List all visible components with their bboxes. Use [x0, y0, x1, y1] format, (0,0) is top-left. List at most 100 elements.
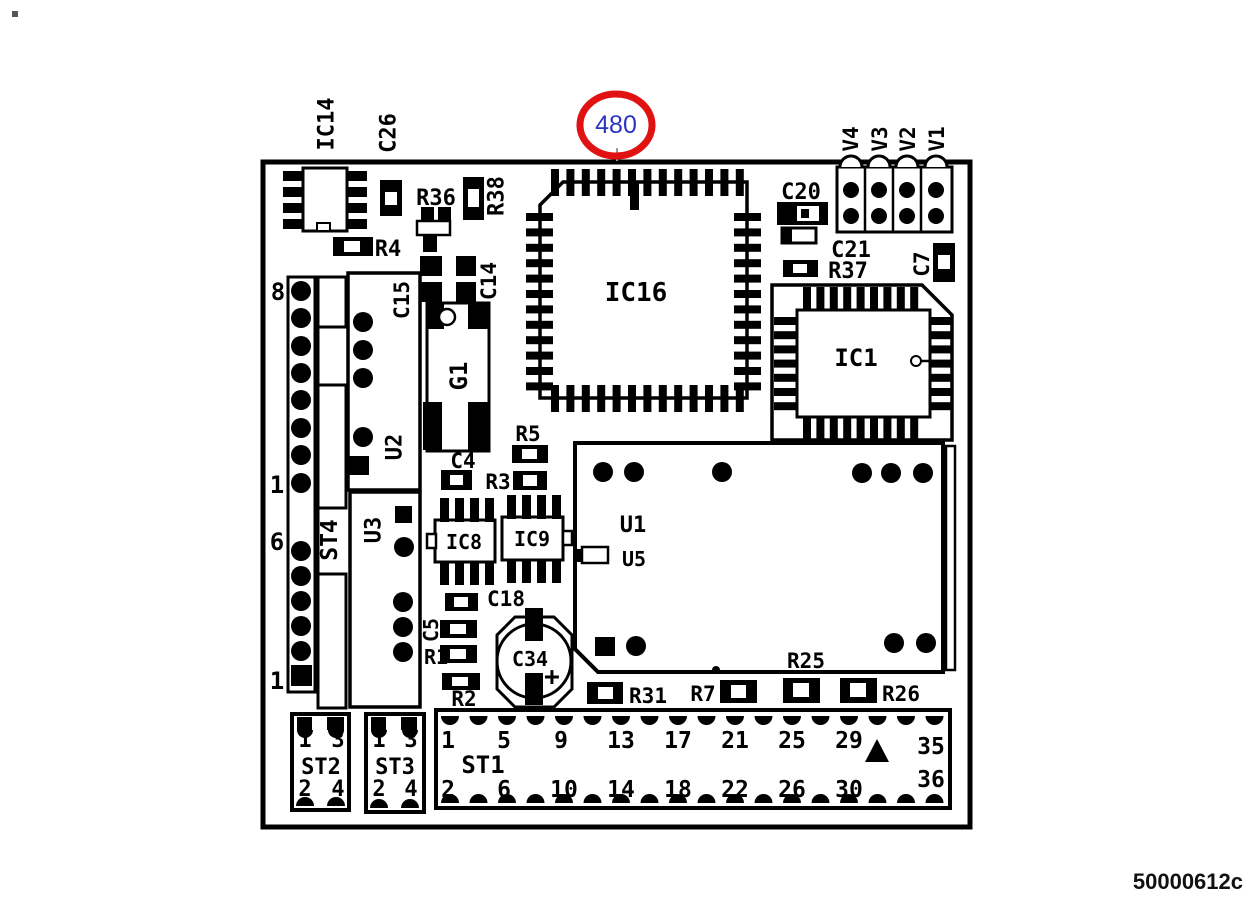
st4-pad: [291, 390, 311, 410]
c5-window: [450, 624, 466, 634]
st1-pins-bottom: [868, 794, 887, 803]
ic9-pins-top: [507, 495, 516, 519]
ic1-pins-left: [774, 331, 798, 340]
st4-pad: [291, 591, 311, 611]
u1-pad: [626, 636, 646, 656]
st1-pins-top: [840, 716, 858, 725]
ic1-pins-left: [774, 388, 798, 396]
ic1-pins-top: [829, 287, 838, 311]
st4-pad: [291, 473, 311, 493]
c20-inner: [801, 209, 809, 218]
st3-pin-num: 3: [404, 728, 417, 753]
ic1-pins-left: [774, 402, 798, 411]
ic1-pins-right: [929, 359, 953, 368]
st4-bracket: [316, 275, 348, 329]
ic16-pins-right: [734, 290, 761, 298]
c34-lead: [525, 608, 543, 641]
c34-lead: [525, 673, 543, 705]
label-c20: C20: [781, 180, 821, 205]
st1-pins-bottom: [697, 794, 716, 803]
ic14-pin: [347, 219, 367, 229]
v-header-arc: [866, 154, 892, 168]
u1-pad: [881, 463, 901, 483]
v-header-pad: [928, 208, 944, 224]
u3-pad-square: [395, 506, 412, 523]
r36-body: [415, 219, 452, 237]
c14-pad: [456, 256, 476, 276]
c26-window: [385, 192, 397, 205]
label-r3: R3: [485, 470, 510, 494]
ic1-pins-bottom: [856, 416, 865, 440]
st3-pad: [401, 717, 417, 730]
label-c21: C21: [831, 238, 871, 263]
ic1-pins-right: [929, 373, 953, 382]
st1-pin-num: 36: [917, 767, 945, 793]
label-r37: R37: [828, 259, 868, 284]
ic1-pins-top: [856, 287, 865, 311]
ic16-pins-bottom: [566, 385, 575, 412]
ic16-pins-bottom: [612, 385, 621, 412]
ic1-pin1-marker: [910, 355, 922, 367]
scan-speck: [12, 11, 18, 17]
ic16-pins-left: [526, 320, 553, 329]
st1-pins-bottom: [612, 794, 630, 803]
u3-pad: [394, 537, 414, 557]
st1-pins-bottom: [840, 794, 858, 803]
st1-pin-num: 6: [497, 777, 511, 803]
ic16-pins-right: [734, 259, 761, 268]
ic16-pins-bottom: [597, 385, 606, 412]
document-code: 50000612c: [1133, 869, 1243, 894]
ic1-pins-right: [929, 402, 953, 411]
st1-pin-num: 26: [778, 777, 806, 803]
u2-pad: [353, 340, 373, 360]
label-ic9: IC9: [514, 527, 550, 551]
ic16-pins-left: [526, 274, 553, 283]
st4-bracket: [316, 383, 348, 510]
v-header-pad: [871, 208, 887, 224]
st4-pin-num: 1: [270, 471, 284, 499]
st1-pins-top: [640, 716, 659, 725]
st4-pad: [291, 308, 311, 328]
ic8-pins-top: [485, 498, 494, 522]
st1-pin-num: 2: [441, 777, 455, 803]
c18-window: [454, 597, 468, 607]
st1-pins-bottom: [754, 794, 773, 803]
st2-pins-bottom: [296, 797, 314, 806]
ic14-pin: [283, 203, 303, 213]
st3-pins-top: [371, 730, 387, 738]
u3-pad: [393, 617, 413, 637]
label-u1: U1: [620, 513, 647, 538]
label-ic16: IC16: [605, 278, 668, 308]
st3-pins-top: [402, 730, 418, 738]
ic1-pins-bottom: [883, 416, 892, 440]
ic16-pins-left: [526, 367, 553, 375]
st1-pins-bottom: [469, 794, 488, 803]
label-st1: ST1: [461, 751, 504, 779]
ic16-pins-bottom: [689, 385, 698, 412]
v-header-pad: [843, 182, 859, 198]
u2-pad: [353, 312, 373, 332]
st1-pin-num: 22: [721, 777, 749, 803]
u1-dot: [712, 666, 720, 674]
ic1-pins-top: [870, 287, 878, 311]
st1-pins-bottom: [640, 794, 659, 803]
ic9-tab: [561, 529, 574, 547]
st1-pin-num: 14: [607, 777, 635, 803]
st1-pin-num: 13: [607, 728, 635, 754]
label-r7: R7: [690, 682, 715, 706]
u1-pad-square: [595, 637, 615, 656]
ic1-pins-bottom: [870, 416, 878, 440]
label-st4: ST4: [317, 519, 343, 561]
u1-pad: [913, 463, 933, 483]
st1-pins-top: [897, 716, 915, 725]
ic16-pins-right: [734, 228, 761, 237]
label-r36: R36: [416, 186, 456, 211]
ic14-pin: [347, 171, 367, 181]
r4-window: [344, 241, 360, 252]
st1-pins-bottom: [498, 794, 516, 803]
r38-window: [468, 189, 479, 207]
ic16-pins-top: [566, 169, 575, 196]
c4-window: [450, 475, 463, 485]
ic14-pin: [283, 171, 303, 181]
st2-pin-num: 1: [298, 728, 311, 753]
